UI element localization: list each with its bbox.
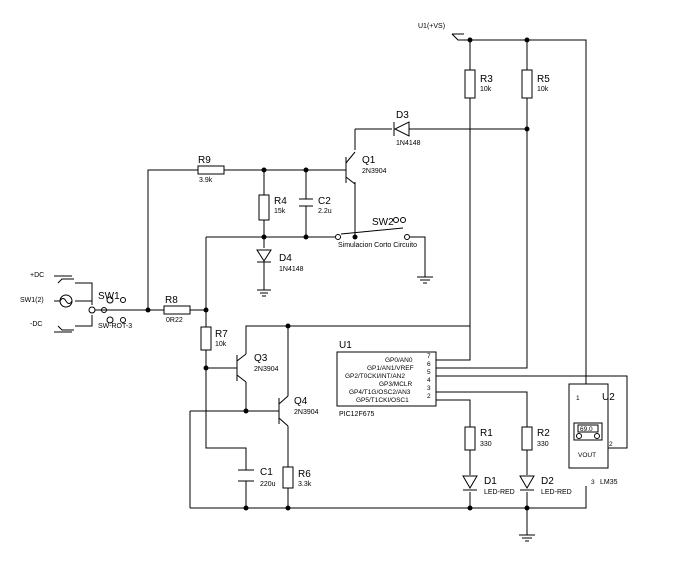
junctions	[145, 37, 530, 511]
resistor-r6: R6 3.3k	[282, 466, 312, 489]
svg-text:R5: R5	[537, 74, 550, 85]
mcu-u1: U1 PIC12F675 GP0/AN0 7 GP1/AN1/VREF 6 GP…	[336, 340, 437, 418]
svg-text:Q4: Q4	[294, 396, 308, 407]
resistor-r1: R1 330	[464, 426, 493, 451]
svg-text:D2: D2	[541, 476, 554, 487]
sw1-ref: SW1	[98, 291, 120, 302]
resistor-r4: R4 15k	[258, 194, 287, 221]
svg-text:D4: D4	[279, 253, 292, 264]
u1-ref: U1	[339, 340, 352, 351]
svg-text:3: 3	[427, 385, 431, 392]
svg-text:2N3904: 2N3904	[362, 168, 387, 175]
u2-decrement-button[interactable]	[576, 433, 582, 439]
svg-text:3.9k: 3.9k	[199, 177, 213, 184]
resistor-r2: R2 330	[521, 426, 550, 451]
minus-dc-terminal: -DC	[30, 321, 74, 333]
svg-text:10k: 10k	[215, 341, 227, 348]
svg-text:2N3904: 2N3904	[254, 366, 279, 373]
svg-text:0R22: 0R22	[166, 317, 183, 324]
u2-value: LM35	[600, 479, 618, 486]
svg-text:D1: D1	[484, 476, 497, 487]
svg-text:SW2: SW2	[372, 217, 394, 228]
resistor-r7: R7 10k	[200, 326, 228, 351]
svg-text:C2: C2	[318, 196, 331, 207]
led-d1: D1 LED-RED	[462, 475, 515, 496]
svg-text:2N3904: 2N3904	[294, 409, 319, 416]
svg-text:LED-RED: LED-RED	[484, 489, 515, 496]
svg-text:220u: 220u	[260, 481, 276, 488]
svg-text:2: 2	[609, 441, 613, 448]
svg-text:2: 2	[427, 393, 431, 400]
plus-dc-label: +DC	[30, 272, 44, 279]
svg-text:330: 330	[480, 441, 492, 448]
svg-text:6: 6	[427, 361, 431, 368]
svg-text:1N4148: 1N4148	[396, 140, 421, 147]
svg-text:10k: 10k	[537, 86, 549, 93]
svg-text:2.2u: 2.2u	[318, 208, 332, 215]
u1-pins: GP0/AN0 7 GP1/AN1/VREF 6 GP2/T0CKI/INT/A…	[345, 353, 431, 404]
u2-out-label: VOUT	[578, 452, 596, 459]
sw1-value: SW-ROT-3	[98, 323, 132, 330]
svg-text:330: 330	[537, 441, 549, 448]
svg-text:Q3: Q3	[254, 353, 268, 364]
minus-dc-label: -DC	[30, 321, 42, 328]
svg-text:R7: R7	[215, 329, 228, 340]
svg-text:5: 5	[427, 369, 431, 376]
switch-marks	[120, 217, 406, 323]
svg-text:R2: R2	[537, 428, 550, 439]
svg-text:1: 1	[576, 395, 580, 402]
svg-text:3.3k: 3.3k	[298, 481, 312, 488]
resistor-r9: R9 3.9k	[197, 155, 225, 184]
plus-dc-terminal: +DC	[30, 272, 74, 284]
sensor-u2: U2 LM35 1 2 3 69.0 VOUT	[568, 383, 618, 486]
svg-text:1N4148: 1N4148	[279, 266, 304, 273]
svg-text:R6: R6	[298, 469, 311, 480]
svg-text:15k: 15k	[274, 208, 286, 215]
u1-value: PIC12F675	[339, 411, 375, 418]
resistor-r5: R5 10k	[521, 69, 550, 99]
svg-text:Simulacion Corto Circuito: Simulacion Corto Circuito	[338, 242, 417, 249]
led-d2: D2 LED-RED	[519, 475, 572, 496]
switch-sw1[interactable]: SW1 SW-ROT-3	[88, 291, 132, 330]
svg-text:GP0/AN0: GP0/AN0	[385, 357, 413, 364]
svg-text:GP1/AN1/VREF: GP1/AN1/VREF	[367, 365, 414, 372]
svg-text:R4: R4	[274, 196, 287, 207]
transistor-q4: Q4 2N3904	[274, 395, 319, 427]
svg-text:GP4/T1G/OSC2/AN3: GP4/T1G/OSC2/AN3	[349, 389, 411, 396]
supply-vs-terminal: U1(+VS)	[418, 23, 466, 41]
resistor-r8: R8 0R22	[163, 295, 191, 324]
sw1-input-terminal: SW1(2)	[20, 294, 73, 308]
capacitor-c1: C1 220u	[238, 465, 276, 488]
sw1-input-label: SW1(2)	[20, 297, 44, 304]
svg-text:10k: 10k	[480, 86, 492, 93]
switch-sw2[interactable]: SW2 Simulacion Corto Circuito	[335, 217, 418, 249]
resistor-r3: R3 10k	[464, 69, 493, 99]
supply-vs-label: U1(+VS)	[418, 23, 445, 30]
svg-text:GP3/MCLR: GP3/MCLR	[379, 381, 413, 388]
svg-text:D3: D3	[396, 110, 409, 121]
svg-text:7: 7	[427, 353, 431, 360]
wires	[75, 39, 628, 535]
transistor-q3: Q3 2N3904	[232, 353, 279, 383]
svg-text:C1: C1	[260, 467, 273, 478]
capacitor-c2: C2 2.2u	[299, 195, 332, 215]
svg-text:LED-RED: LED-RED	[541, 489, 572, 496]
diode-d4: D4 1N4148	[256, 249, 304, 273]
svg-text:Q1: Q1	[362, 155, 376, 166]
u2-increment-button[interactable]	[594, 433, 600, 439]
diode-d3: D3 1N4148	[393, 110, 421, 147]
svg-text:GP2/T0CKI/INT/AN2: GP2/T0CKI/INT/AN2	[345, 373, 405, 380]
svg-text:R3: R3	[480, 74, 493, 85]
u2-reading: 69.0	[580, 426, 593, 433]
svg-text:R9: R9	[198, 155, 211, 166]
svg-text:R8: R8	[165, 295, 178, 306]
svg-text:4: 4	[427, 377, 431, 384]
svg-text:3: 3	[591, 479, 595, 486]
ground-symbols	[257, 276, 535, 542]
svg-text:R1: R1	[480, 428, 493, 439]
u2-ref: U2	[602, 392, 615, 403]
svg-text:GP5/T1CKI/OSC1: GP5/T1CKI/OSC1	[356, 397, 409, 404]
transistor-q1: Q1 2N3904	[340, 151, 387, 185]
